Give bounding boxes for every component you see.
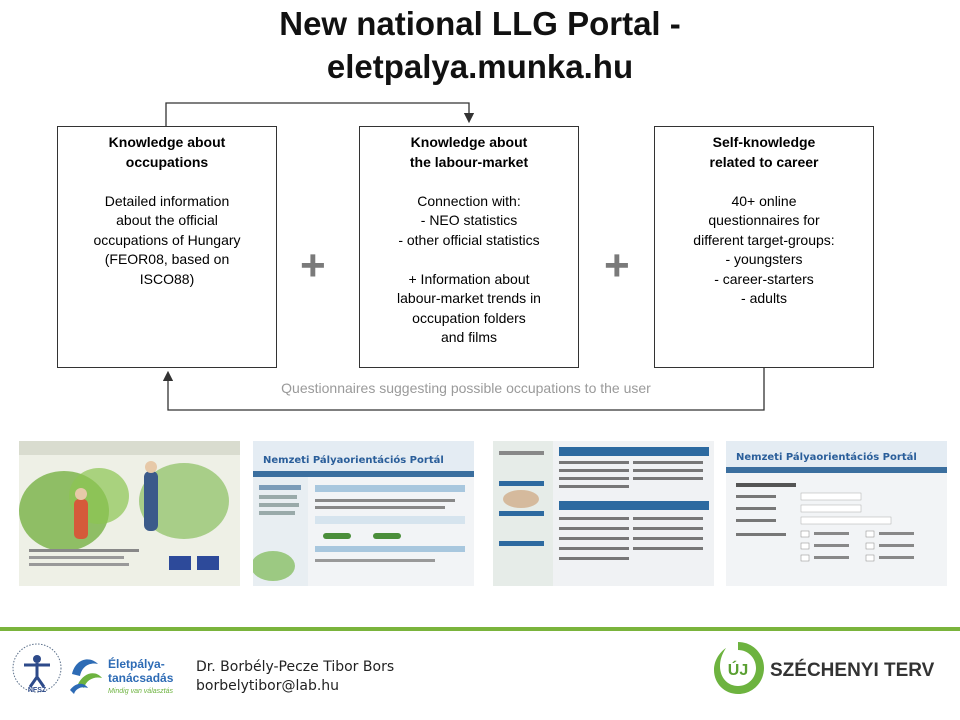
box3-heading-2: related to career [709, 153, 819, 170]
author-email: borbelytibor@lab.hu [196, 678, 340, 694]
box3-line: - adults [741, 290, 787, 306]
szechenyi-logo-text: SZÉCHENYI TERV [770, 659, 935, 681]
portal-screenshot-3 [493, 441, 714, 586]
nfsz-logo: NFSZ [10, 641, 64, 700]
box-self-knowledge: Self-knowledge related to career 40+ onl… [654, 126, 874, 368]
top-connector [165, 102, 475, 126]
box3-heading-1: Self-knowledge [712, 134, 816, 150]
box2-line: and films [440, 329, 498, 345]
box2-line: - other official statistics [398, 231, 540, 248]
plus-icon: + [604, 241, 630, 290]
author-name: Dr. Borbély-Pecze Tibor Bors [196, 659, 395, 675]
box1-line: occupations of Hungary [93, 231, 241, 248]
box3-line: questionnaires for [708, 212, 820, 228]
szechenyi-logo-uj: ÚJ [728, 660, 748, 679]
box-labour-market: Knowledge about the labour-market Connec… [359, 126, 579, 368]
eletpalya-logo: Életpálya- tanácsadás Mindig van választ… [68, 650, 186, 703]
shot4-banner-text: Nemzeti Pályaorientációs Portál [736, 451, 917, 463]
box1-heading-2: occupations [125, 153, 209, 170]
portal-screenshot-4: Nemzeti Pályaorientációs Portál [726, 441, 947, 586]
box3-line: different target-groups: [693, 231, 835, 248]
box1-heading-1: Knowledge about [108, 134, 226, 150]
title-line-2: eletpalya.munka.hu [326, 48, 634, 85]
box2-heading-1: Knowledge about [410, 134, 528, 150]
box3-line: - youngsters [725, 251, 803, 267]
footer-divider [0, 627, 960, 631]
szechenyi-terv-logo: ÚJ SZÉCHENYI TERV [712, 640, 948, 701]
eletpalya-logo-line1: Életpálya- [108, 656, 165, 671]
eletpalya-logo-line2: tanácsadás [108, 671, 174, 685]
box2-line: labour-market trends in [397, 290, 541, 306]
box2-line: occupation folders [412, 309, 526, 326]
box1-line: about the official [116, 212, 218, 228]
box1-line: (FEOR08, based on [104, 251, 230, 267]
box2-line: - NEO statistics [420, 212, 518, 228]
box1-line: Detailed information [104, 192, 230, 209]
author-block: Dr. Borbély-Pecze Tibor Bors borbelytibo… [196, 658, 394, 696]
box2-heading-2: the labour-market [409, 153, 529, 170]
feedback-connector [162, 368, 765, 411]
box2-line: Connection with: [417, 192, 521, 209]
box1-line: ISCO88) [139, 270, 195, 287]
slide-title: New national LLG Portal - eletpalya.munk… [0, 2, 960, 88]
title-line-1: New national LLG Portal - [279, 5, 681, 42]
portal-screenshot-2: Nemzeti Pályaorientációs Portál [253, 441, 474, 586]
portal-screenshot-1 [19, 441, 240, 586]
box-occupations: Knowledge about occupations Detailed inf… [57, 126, 277, 368]
box3-line: - career-starters [714, 270, 814, 287]
box2-line: + Information about [408, 270, 530, 287]
nfsz-logo-text: NFSZ [28, 687, 47, 694]
shot2-banner-text: Nemzeti Pályaorientációs Portál [263, 454, 444, 466]
box3-line: 40+ online [731, 192, 797, 209]
eletpalya-logo-tagline: Mindig van választás [108, 688, 173, 695]
plus-icon: + [300, 241, 326, 290]
feedback-label: Questionnaires suggesting possible occup… [281, 380, 651, 396]
